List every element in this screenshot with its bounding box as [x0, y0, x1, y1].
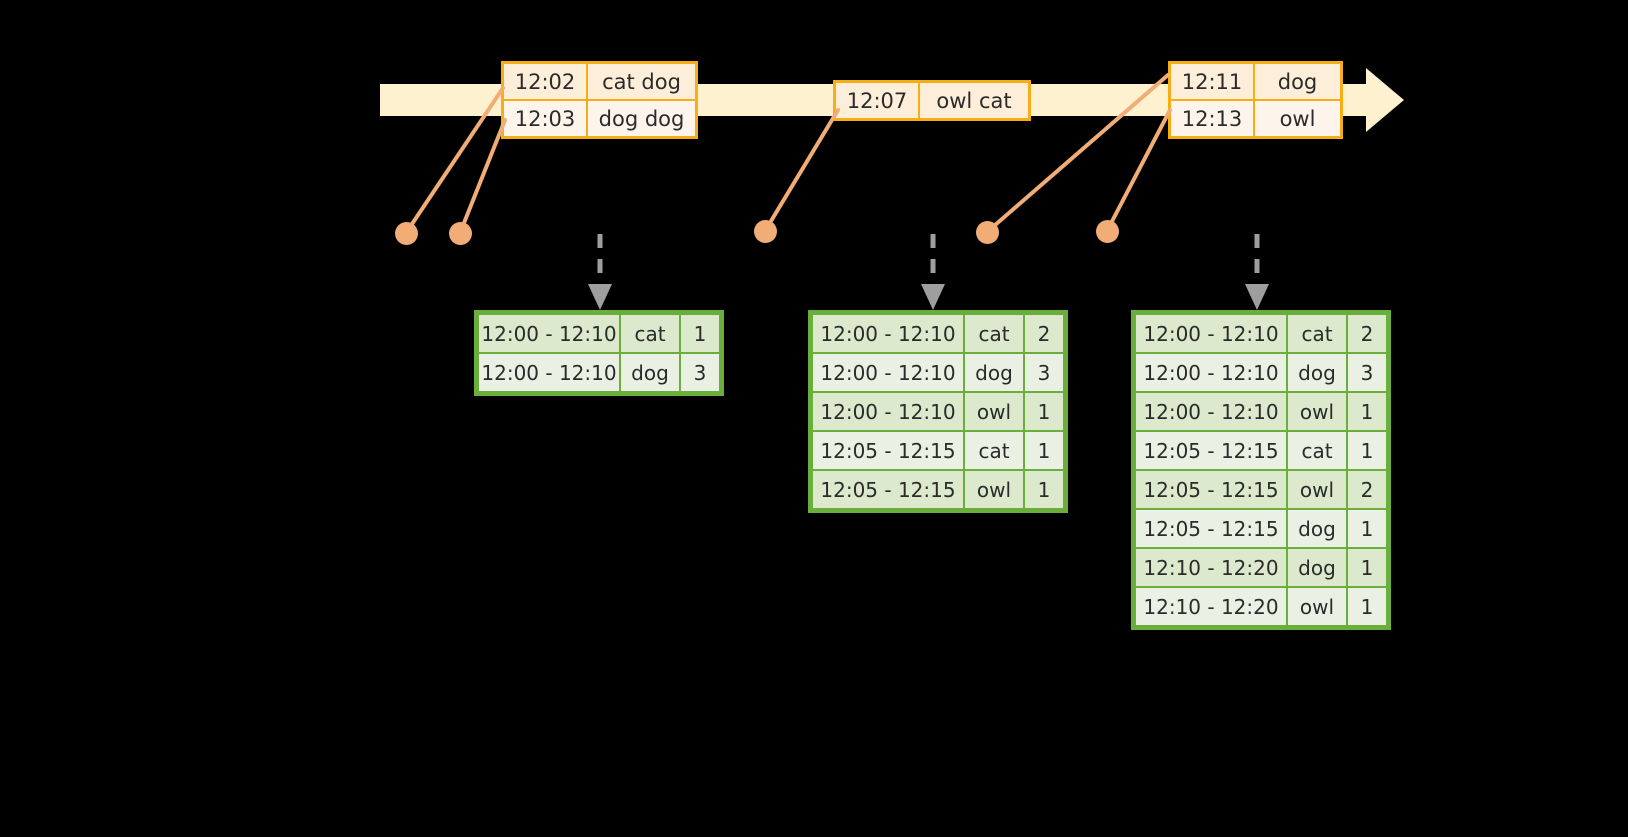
cell-count: 1	[1025, 471, 1063, 508]
event-time: 12:03	[504, 101, 588, 136]
cell-window: 12:05 - 12:15	[813, 432, 963, 469]
event-words: owl cat	[936, 88, 1012, 113]
cell-word: dog	[1288, 510, 1346, 547]
table-row[interactable]: 12:00 - 12:10 cat 2	[813, 315, 1063, 352]
timeline-arrowhead	[1366, 68, 1404, 132]
cell-window: 12:00 - 12:10	[479, 315, 619, 352]
result-table-3[interactable]: 12:00 - 12:10 cat 2 12:00 - 12:10 dog 3 …	[1131, 310, 1391, 630]
cell-window: 12:05 - 12:15	[813, 471, 963, 508]
table-row[interactable]: 12:05 - 12:15 owl 1	[813, 471, 1063, 508]
cell-count: 1	[1348, 393, 1386, 430]
cell-count: 1	[1025, 393, 1063, 430]
event-row[interactable]: 12:02 cat dog	[504, 64, 695, 101]
cell-word: cat	[621, 315, 679, 352]
cell-word: owl	[965, 471, 1023, 508]
cell-count: 1	[1348, 510, 1386, 547]
event-box-3[interactable]: 12:11 dog 12:13 owl	[1168, 61, 1343, 139]
cell-count: 2	[1348, 471, 1386, 508]
dashed-arrow-head-1	[588, 284, 612, 310]
table-row[interactable]: 12:00 - 12:10 owl 1	[813, 393, 1063, 430]
cell-count: 2	[1348, 315, 1386, 352]
table-row[interactable]: 12:00 - 12:10 dog 3	[1136, 354, 1386, 391]
cell-count: 3	[1348, 354, 1386, 391]
event-time: 12:11	[1171, 64, 1255, 99]
table-row[interactable]: 12:00 - 12:10 dog 3	[813, 354, 1063, 391]
cell-word: dog	[621, 354, 679, 391]
event-box-1[interactable]: 12:02 cat dog 12:03 dog dog	[501, 61, 698, 139]
cell-window: 12:10 - 12:20	[1136, 549, 1286, 586]
table-row[interactable]: 12:05 - 12:15 dog 1	[1136, 510, 1386, 547]
cell-word: dog	[965, 354, 1023, 391]
event-words: owl	[1279, 106, 1316, 131]
table-row[interactable]: 12:00 - 12:10 dog 3	[479, 354, 719, 391]
cell-word: owl	[1288, 393, 1346, 430]
cell-window: 12:10 - 12:20	[1136, 588, 1286, 625]
cell-count: 3	[1025, 354, 1063, 391]
cell-window: 12:00 - 12:10	[813, 393, 963, 430]
table-row[interactable]: 12:00 - 12:10 cat 2	[1136, 315, 1386, 352]
event-words: dog dog	[598, 106, 685, 131]
cell-count: 1	[1348, 588, 1386, 625]
cell-word: cat	[1288, 432, 1346, 469]
event-time: 12:13	[1171, 101, 1255, 136]
result-table-1[interactable]: 12:00 - 12:10 cat 1 12:00 - 12:10 dog 3	[474, 310, 724, 396]
cell-window: 12:00 - 12:10	[813, 315, 963, 352]
cell-count: 1	[681, 315, 719, 352]
cell-window: 12:05 - 12:15	[1136, 510, 1286, 547]
event-marker-2[interactable]	[449, 222, 472, 245]
cell-word: owl	[965, 393, 1023, 430]
cell-window: 12:05 - 12:15	[1136, 432, 1286, 469]
cell-window: 12:05 - 12:15	[1136, 471, 1286, 508]
event-words: cat dog	[602, 69, 681, 94]
event-box-2[interactable]: 12:07 owl cat	[833, 80, 1031, 121]
connector-line-2	[458, 118, 507, 235]
result-table-2[interactable]: 12:00 - 12:10 cat 2 12:00 - 12:10 dog 3 …	[808, 310, 1068, 513]
table-row[interactable]: 12:05 - 12:15 cat 1	[1136, 432, 1386, 469]
table-row[interactable]: 12:10 - 12:20 dog 1	[1136, 549, 1386, 586]
cell-window: 12:00 - 12:10	[813, 354, 963, 391]
event-row[interactable]: 12:03 dog dog	[504, 101, 695, 136]
dashed-arrow-head-2	[921, 284, 945, 310]
event-row[interactable]: 12:07 owl cat	[836, 83, 1028, 118]
table-row[interactable]: 12:00 - 12:10 cat 1	[479, 315, 719, 352]
cell-window: 12:00 - 12:10	[1136, 393, 1286, 430]
cell-word: cat	[965, 315, 1023, 352]
connector-line-5	[1105, 108, 1172, 233]
cell-word: owl	[1288, 588, 1346, 625]
event-row[interactable]: 12:13 owl	[1171, 101, 1340, 136]
event-time: 12:02	[504, 64, 588, 99]
event-marker-5[interactable]	[1096, 220, 1119, 243]
cell-count: 2	[1025, 315, 1063, 352]
cell-word: cat	[965, 432, 1023, 469]
cell-word: cat	[1288, 315, 1346, 352]
table-row[interactable]: 12:05 - 12:15 owl 2	[1136, 471, 1386, 508]
cell-window: 12:00 - 12:10	[1136, 315, 1286, 352]
table-row[interactable]: 12:00 - 12:10 owl 1	[1136, 393, 1386, 430]
cell-count: 1	[1348, 432, 1386, 469]
event-row[interactable]: 12:11 dog	[1171, 64, 1340, 101]
table-row[interactable]: 12:10 - 12:20 owl 1	[1136, 588, 1386, 625]
connector-line-3	[763, 108, 840, 233]
cell-window: 12:00 - 12:10	[479, 354, 619, 391]
table-row[interactable]: 12:05 - 12:15 cat 1	[813, 432, 1063, 469]
cell-window: 12:00 - 12:10	[1136, 354, 1286, 391]
event-marker-4[interactable]	[976, 221, 999, 244]
cell-word: dog	[1288, 354, 1346, 391]
cell-word: owl	[1288, 471, 1346, 508]
event-words: dog	[1277, 69, 1318, 94]
cell-count: 1	[1348, 549, 1386, 586]
cell-word: dog	[1288, 549, 1346, 586]
cell-count: 1	[1025, 432, 1063, 469]
event-marker-3[interactable]	[754, 220, 777, 243]
cell-count: 3	[681, 354, 719, 391]
dashed-arrow-head-3	[1245, 284, 1269, 310]
event-marker-1[interactable]	[395, 222, 418, 245]
event-time: 12:07	[836, 83, 920, 118]
